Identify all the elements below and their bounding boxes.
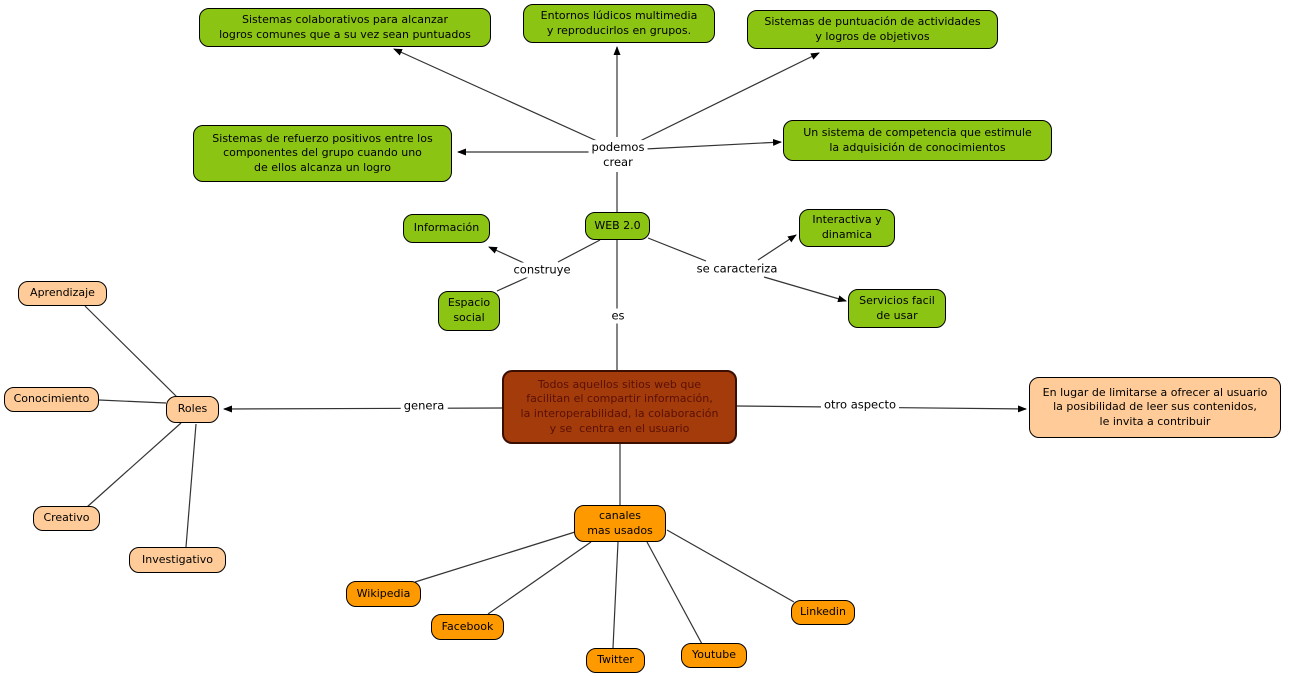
node-twitter[interactable]: Twitter [586, 648, 645, 673]
node-aprendizaje[interactable]: Aprendizaje [18, 281, 107, 306]
edge-label-construye[interactable]: construye [510, 262, 574, 278]
node-sistemas-puntuacion[interactable]: Sistemas de puntuación de actividades y … [747, 10, 998, 49]
edge-label-se-caracteriza[interactable]: se caracteriza [693, 261, 781, 277]
edge-line [666, 529, 795, 603]
node-wikipedia[interactable]: Wikipedia [346, 581, 421, 607]
node-definicion-web[interactable]: Todos aquellos sitios web que facilitan … [502, 370, 737, 444]
edge-line [646, 541, 703, 645]
node-youtube[interactable]: Youtube [681, 643, 747, 668]
edge-label-genera[interactable]: genera [400, 398, 448, 414]
node-sistemas-refuerzo[interactable]: Sistemas de refuerzo positivos entre los… [193, 125, 452, 182]
edge-line [86, 422, 182, 508]
edge-line [488, 246, 525, 264]
edge-line [763, 276, 847, 303]
edge-line [644, 138, 782, 150]
edge-line [393, 48, 598, 142]
edge-line [223, 405, 503, 413]
edge-line [98, 399, 167, 404]
edge-label-otro-aspecto[interactable]: otro aspecto [821, 397, 899, 413]
node-creativo[interactable]: Creativo [33, 506, 100, 531]
edge-line [639, 52, 820, 142]
node-interactiva-dinamica[interactable]: Interactiva y dinamica [799, 209, 895, 247]
edge-line [557, 239, 601, 263]
edge-label-es[interactable]: es [608, 308, 628, 324]
edge-line [757, 234, 797, 261]
node-web-2-0[interactable]: WEB 2.0 [585, 212, 650, 240]
node-espacio-social[interactable]: Espacio social [438, 291, 500, 331]
edge-line [185, 423, 197, 548]
node-sistema-competencia[interactable]: Un sistema de competencia que estimule l… [783, 120, 1052, 161]
node-roles[interactable]: Roles [166, 396, 219, 423]
node-informacion[interactable]: Información [403, 214, 490, 243]
edge-line [487, 541, 592, 615]
node-invita-contribuir[interactable]: En lugar de limitarse a ofrecer al usuar… [1029, 377, 1281, 438]
node-canales-mas-usados[interactable]: canales mas usados [574, 505, 666, 542]
node-conocimiento[interactable]: Conocimiento [4, 387, 99, 412]
edge-line [84, 305, 178, 398]
node-servicios-facil[interactable]: Servicios facil de usar [848, 289, 946, 328]
edge-line [612, 541, 619, 649]
edge-label-podemos-crear[interactable]: podemos crear [588, 140, 648, 170]
node-sistemas-colaborativos[interactable]: Sistemas colaborativos para alcanzar log… [199, 8, 491, 47]
edge-line [496, 276, 529, 292]
edge-line [647, 237, 707, 262]
node-investigativo[interactable]: Investigativo [129, 547, 226, 573]
edge-line [414, 531, 576, 583]
node-linkedin[interactable]: Linkedin [791, 600, 855, 625]
node-entornos-ludicos[interactable]: Entornos lúdicos multimedia y reproducir… [523, 4, 715, 43]
node-facebook[interactable]: Facebook [431, 614, 504, 640]
